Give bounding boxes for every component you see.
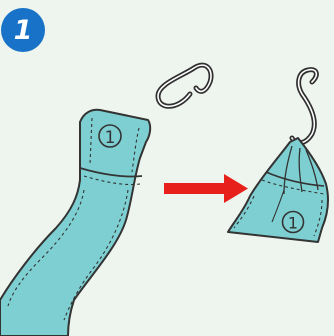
s-hook-icon — [158, 65, 211, 106]
step-badge: 1 — [1, 8, 45, 52]
step-number: 1 — [14, 15, 33, 46]
arrow-right-icon — [164, 174, 248, 203]
strap-body — [0, 110, 150, 336]
fabric-strap-unfolded: 1 — [0, 110, 150, 336]
bag-number: 1 — [288, 214, 298, 233]
s-hook-icon — [292, 70, 316, 143]
strap-number: 1 — [105, 128, 116, 148]
